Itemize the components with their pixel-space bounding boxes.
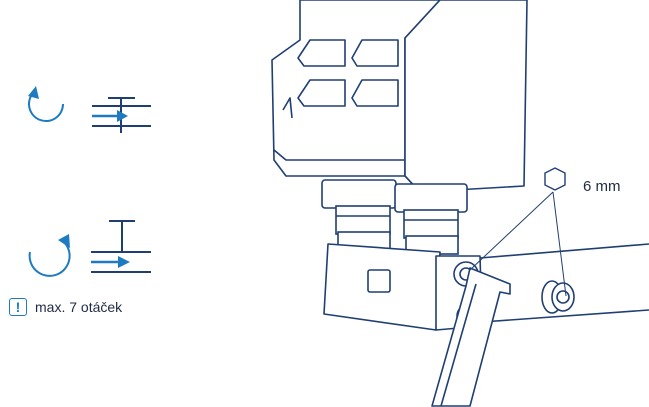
exclamation-icon: ! (9, 298, 27, 316)
rotate-clockwise-icon (28, 234, 71, 277)
valve-closed-symbol (91, 220, 151, 273)
turns-note-text: max. 7 otáček (35, 299, 123, 315)
turns-note: ! max. 7 otáček (9, 298, 122, 316)
pipe (479, 243, 649, 323)
hex-key-size-label: 6 mm (583, 178, 621, 195)
valve-open-symbol (92, 97, 151, 133)
hexagon-icon (544, 167, 566, 191)
callout-lines (469, 191, 567, 297)
plug-screw (541, 280, 575, 314)
actuator-housing (271, 0, 528, 193)
rotate-counterclockwise-icon (28, 86, 65, 123)
coupling-nuts (321, 179, 468, 255)
hex-key-wrench (431, 267, 511, 407)
